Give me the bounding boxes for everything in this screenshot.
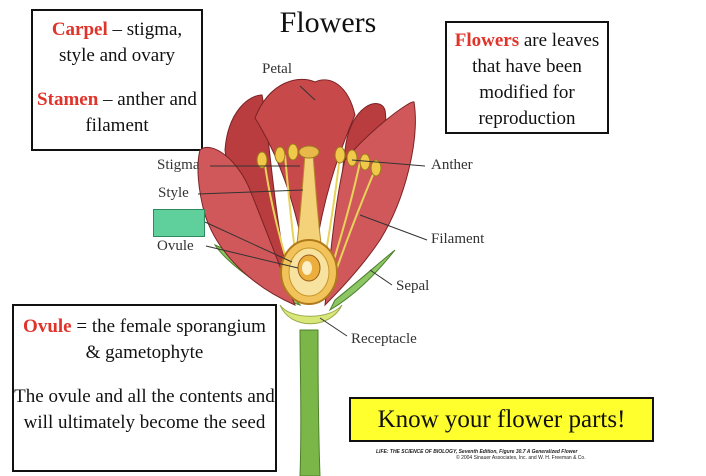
caption-line-2: © 2004 Sinauer Associates, Inc. and W. H… [456,455,586,461]
label-sepal: Sepal [396,278,430,294]
ovule-text: = the female sporangium & gametophyte [71,316,266,363]
ovule-definition: Ovule = the female sporangium & gametoph… [14,314,275,366]
stem [299,329,321,476]
petal-front-left [197,147,296,306]
flowers-definition-box: Flowers are leaves that have been modifi… [445,21,609,134]
stamen-definition: Stamen – anther and filament [33,87,201,139]
stamen-text: – anther and filament [85,89,197,136]
label-petal: Petal [262,61,292,77]
caption-line-1: LIFE: THE SCIENCE OF BIOLOGY, Seventh Ed… [376,449,578,455]
carpel-definition: Carpel – stigma, style and ovary [33,17,201,69]
ovule-marker-box [153,209,205,237]
carpel-term: Carpel [51,19,108,40]
callout-box: Know your flower parts! [349,397,654,442]
label-filament: Filament [431,231,485,247]
stamen-term: Stamen [37,89,99,110]
leader-lines [197,85,428,337]
sepal-right [328,249,396,312]
ovule-detail: The ovule and all the contents and will … [14,386,275,433]
receptacle [279,304,343,325]
label-ovule: Ovule [157,238,194,254]
stigma [298,145,320,159]
petal-front-right [324,101,416,307]
label-receptacle: Receptacle [351,331,417,347]
flowers-term: Flowers [454,30,520,51]
ovule-term: Ovule [23,316,72,337]
anthers [256,143,382,177]
carpel-text: – stigma, style and ovary [58,19,183,66]
page-title: Flowers [279,6,377,39]
ovule-definition-box: Ovule = the female sporangium & gametoph… [12,304,277,472]
flowers-text: are leaves that have been modified for r… [472,30,600,129]
carpel-stamen-box: Carpel – stigma, style and ovary Stamen … [31,9,203,151]
ovule-core [302,261,312,275]
figure-caption: LIFE: THE SCIENCE OF BIOLOGY, Seventh Ed… [376,449,636,461]
label-anther: Anther [431,157,473,173]
label-style: Style [158,185,189,201]
label-stigma: Stigma [157,157,200,173]
